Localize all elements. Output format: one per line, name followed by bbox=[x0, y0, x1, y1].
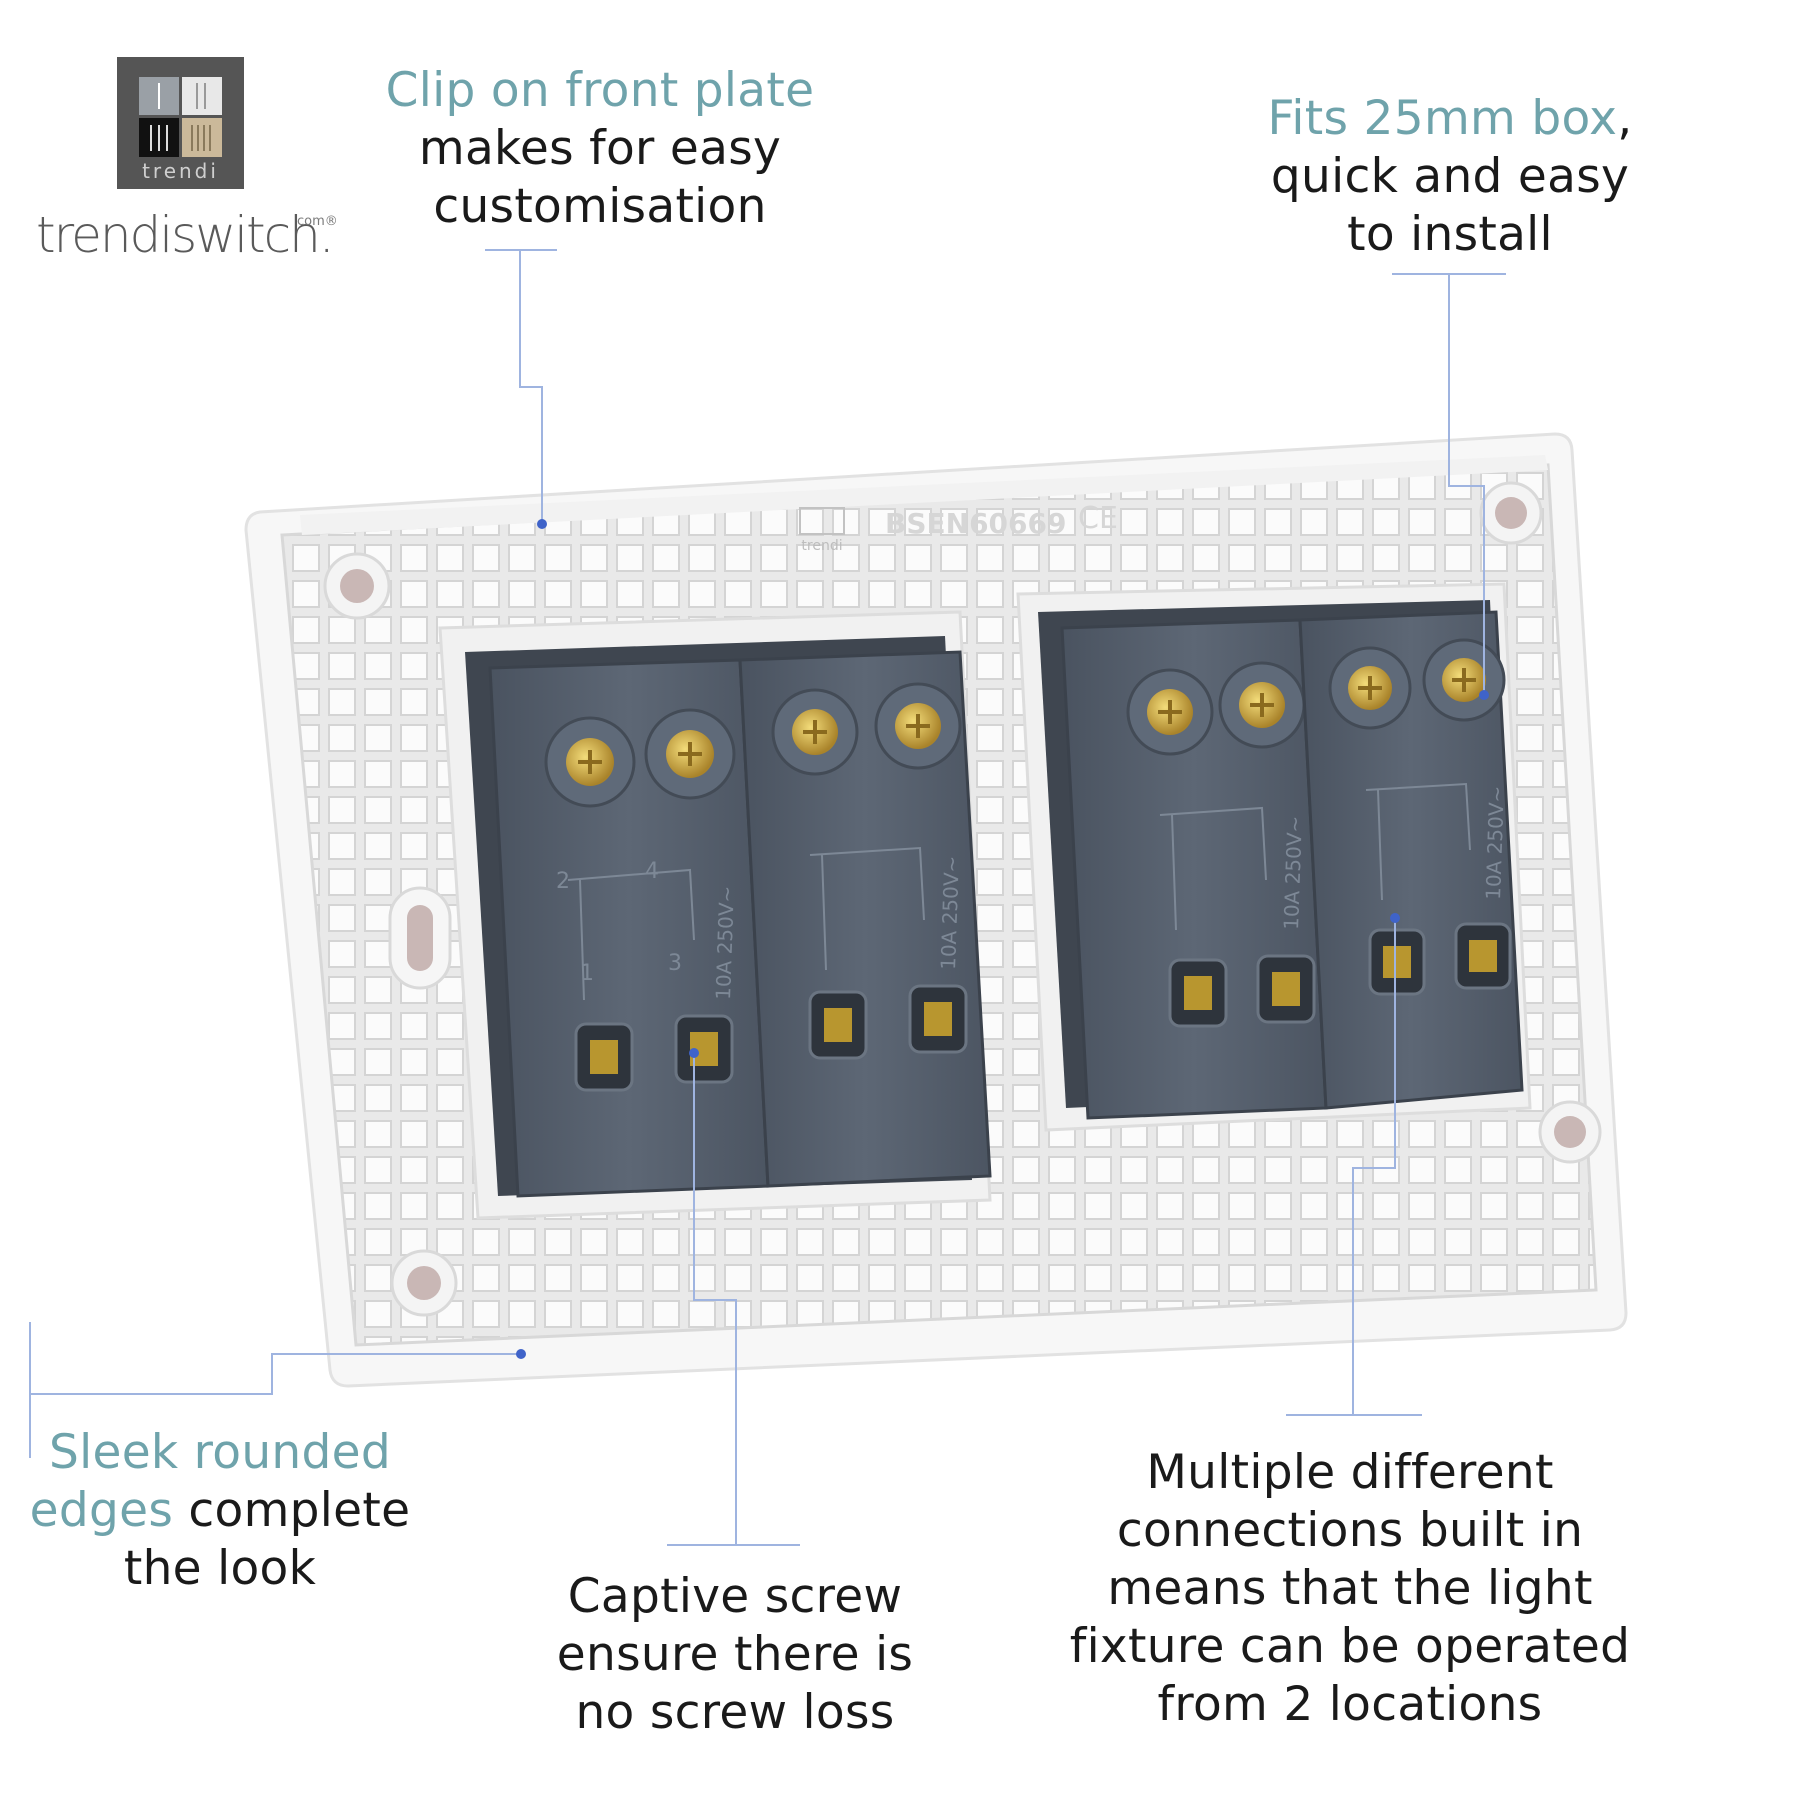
switch-module-4: 10A 250V~ bbox=[1298, 610, 1524, 1110]
callout-box-line3: to install bbox=[1347, 207, 1553, 262]
svg-text:1: 1 bbox=[580, 961, 594, 986]
module-rating-1: 10A 250V~ bbox=[711, 885, 739, 1000]
mounting-holes bbox=[323, 481, 1602, 1317]
callout-screw-line3: no screw loss bbox=[575, 1685, 895, 1740]
callout-edges-line2: edges complete bbox=[20, 1482, 420, 1540]
logo-swatch-grid-icon bbox=[139, 77, 222, 157]
callout-screw-line1: Captive screw bbox=[567, 1569, 903, 1624]
callout-connections-line5: from 2 locations bbox=[1157, 1677, 1543, 1732]
callout-captive-screw: Captive screw ensure there is no screw l… bbox=[530, 1568, 940, 1742]
mould-markings: trendi BSEN60669 CE bbox=[799, 501, 1118, 554]
svg-text:4: 4 bbox=[645, 859, 659, 884]
leader-dot-screw bbox=[689, 1048, 699, 1058]
switch-module-2: 10A 250V~ bbox=[738, 650, 992, 1188]
module-rating-2: 10A 250V~ bbox=[936, 855, 964, 970]
callout-clip-accent: Clip on front plate bbox=[385, 63, 815, 118]
callout-edges-accent2: edges bbox=[29, 1483, 174, 1538]
leader-dot-box bbox=[1479, 690, 1489, 700]
brand-logo: trendi bbox=[117, 57, 244, 189]
callout-connections-line1: Multiple different bbox=[1146, 1445, 1554, 1500]
mould-logo: trendi bbox=[801, 538, 842, 554]
callout-screw-line2: ensure there is bbox=[556, 1627, 914, 1682]
brand-dot: . bbox=[318, 206, 335, 264]
ce-mark: CE bbox=[1078, 501, 1118, 536]
brand-wordmark: trendiswitch. bbox=[36, 206, 335, 264]
callout-box-line1: Fits 25mm box, bbox=[1250, 90, 1650, 148]
callout-fits-25mm-box: Fits 25mm box, quick and easy to install bbox=[1250, 90, 1650, 264]
callout-edges-accent1: Sleek rounded bbox=[49, 1425, 391, 1480]
callout-connections-line3: means that the light bbox=[1107, 1561, 1593, 1616]
leader-line-box bbox=[1392, 273, 1506, 695]
module-rating-3: 10A 250V~ bbox=[1279, 815, 1307, 930]
callout-clip-line2: makes for easy bbox=[418, 121, 782, 176]
leader-line-connections bbox=[1286, 918, 1422, 1416]
leader-dots bbox=[516, 519, 1489, 1359]
callout-box-accent: Fits 25mm box bbox=[1267, 91, 1618, 146]
svg-text:3: 3 bbox=[668, 951, 682, 976]
callout-sleek-rounded-edges: Sleek rounded edges complete the look bbox=[20, 1424, 420, 1598]
leader-line-clip bbox=[485, 249, 557, 524]
leader-dot-connections bbox=[1390, 913, 1400, 923]
leader-dot-edges bbox=[516, 1349, 526, 1359]
callout-box-comma: , bbox=[1617, 91, 1633, 146]
callout-connections-line4: fixture can be operated bbox=[1069, 1619, 1631, 1674]
callout-box-line2: quick and easy bbox=[1270, 149, 1630, 204]
callout-edges-line3: the look bbox=[123, 1541, 317, 1596]
svg-text:2: 2 bbox=[556, 869, 570, 894]
standard-mark: BSEN60669 bbox=[885, 507, 1066, 540]
leader-line-edges bbox=[29, 1322, 521, 1458]
callout-clip-line3: customisation bbox=[433, 179, 767, 234]
brand-name: trendiswitch bbox=[36, 206, 321, 264]
leader-line-screw bbox=[667, 1053, 800, 1546]
leader-lines bbox=[29, 249, 1506, 1546]
module-rating-4: 10A 250V~ bbox=[1481, 785, 1509, 900]
callout-connections-line2: connections built in bbox=[1116, 1503, 1584, 1558]
callout-edges-rest2: complete bbox=[173, 1483, 411, 1538]
brand-registered-mark: com® bbox=[297, 214, 338, 229]
switch-module-1: 2 4 1 3 10A 250V~ bbox=[488, 658, 770, 1198]
callout-clip-on-front-plate: Clip on front plate makes for easy custo… bbox=[380, 62, 820, 236]
logo-word: trendi bbox=[142, 159, 219, 183]
switch-module-3: 10A 250V~ bbox=[1060, 618, 1328, 1120]
leader-dot-clip bbox=[537, 519, 547, 529]
callout-multiple-connections: Multiple different connections built in … bbox=[1050, 1444, 1650, 1734]
